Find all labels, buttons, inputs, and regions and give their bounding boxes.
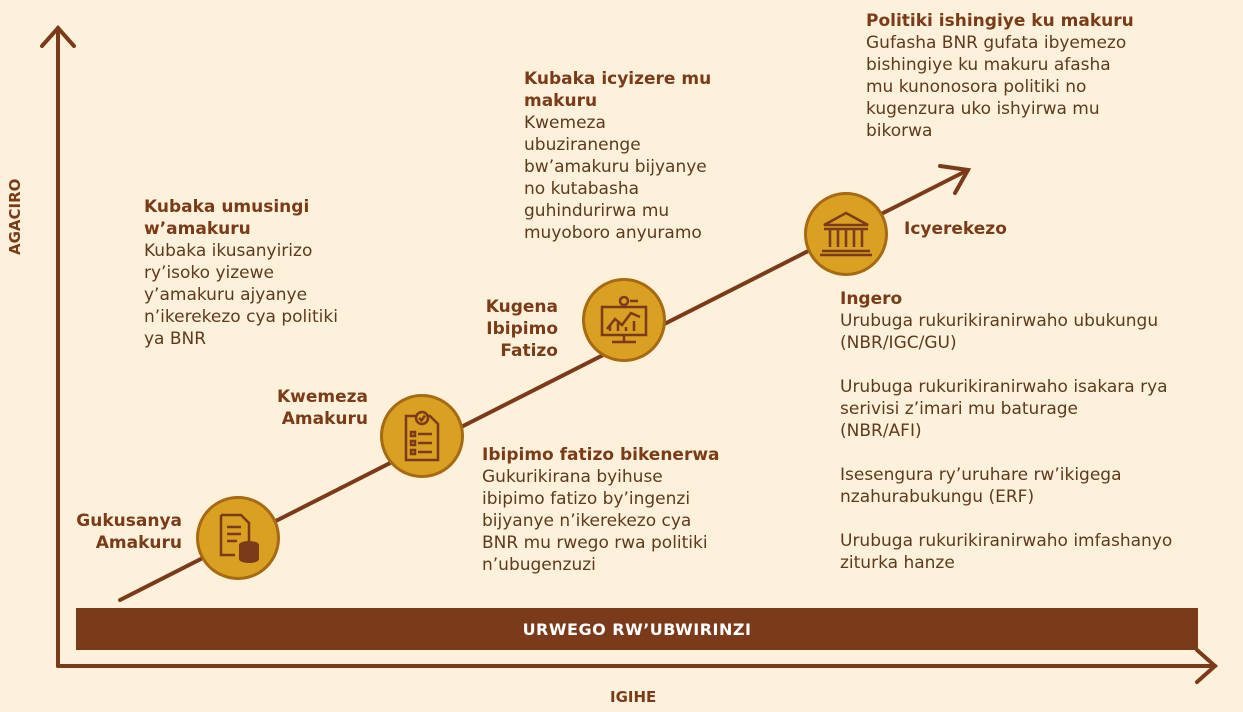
block-benchmarks: Ibipimo fatizo bikenerwa Gukurikirana by… bbox=[482, 444, 782, 576]
examples-title: Ingero bbox=[840, 289, 903, 309]
example-item: Urubuga rukurikiranirwaho isakara rya se… bbox=[840, 377, 1168, 441]
block-text: Kubaka ikusanyirizo ry’isoko yizewe y’am… bbox=[144, 241, 338, 349]
bank-building-icon bbox=[820, 211, 872, 257]
x-axis bbox=[56, 648, 1219, 684]
x-axis-label: IGIHE bbox=[610, 688, 657, 706]
base-bar: URWEGO RW’UBWIRINZI bbox=[76, 608, 1198, 650]
checklist-icon bbox=[404, 410, 440, 462]
example-item: Urubuga rukurikiranirwaho imfashanyo zit… bbox=[840, 531, 1173, 573]
block-trust: Kubaka icyizere mu makuru Kwemeza ubuzir… bbox=[524, 68, 764, 244]
block-foundation: Kubaka umusingi w’amakuru Kubaka ikusany… bbox=[144, 196, 384, 350]
stage-label-validate: Kwemeza Amakuru bbox=[276, 387, 368, 429]
stage-label-collect: Gukusanya Amakuru bbox=[76, 511, 182, 553]
stage-circle-vision bbox=[804, 192, 888, 276]
block-title: Kubaka icyizere mu makuru bbox=[524, 69, 712, 111]
analytics-monitor-icon bbox=[600, 295, 648, 344]
block-title: Kubaka umusingi w’amakuru bbox=[144, 197, 310, 239]
example-item: Isesengura ry’uruhare rw’ikigega nzahura… bbox=[840, 465, 1122, 507]
block-text: Gukurikirana byihuse ibipimo fatizo by’i… bbox=[482, 467, 708, 575]
stage-label-benchmarks: Kugena Ibipimo Fatizo bbox=[485, 297, 558, 361]
block-title: Ibipimo fatizo bikenerwa bbox=[482, 445, 720, 465]
stage-label-vision: Icyerekezo bbox=[904, 219, 1007, 239]
y-axis-label: AGACIRO bbox=[6, 178, 24, 255]
block-text: Kwemeza ubuziranenge bw’amakuru bijyanye… bbox=[524, 113, 707, 243]
y-axis bbox=[40, 24, 76, 668]
block-text: Gufasha BNR gufata ibyemezo bishingiye k… bbox=[866, 33, 1127, 141]
block-title: Politiki ishingiye ku makuru bbox=[866, 11, 1134, 31]
example-item: Urubuga rukurikiranirwaho ubukungu (NBR/… bbox=[840, 311, 1159, 353]
block-policy: Politiki ishingiye ku makuru Gufasha BNR… bbox=[866, 10, 1196, 142]
stage-circle-collect bbox=[196, 496, 280, 580]
stage-circle-validate bbox=[380, 394, 464, 478]
document-database-icon bbox=[219, 513, 259, 563]
examples-block: Ingero Urubuga rukurikiranirwaho ubukung… bbox=[840, 288, 1240, 574]
stage-circle-benchmarks bbox=[582, 278, 666, 362]
